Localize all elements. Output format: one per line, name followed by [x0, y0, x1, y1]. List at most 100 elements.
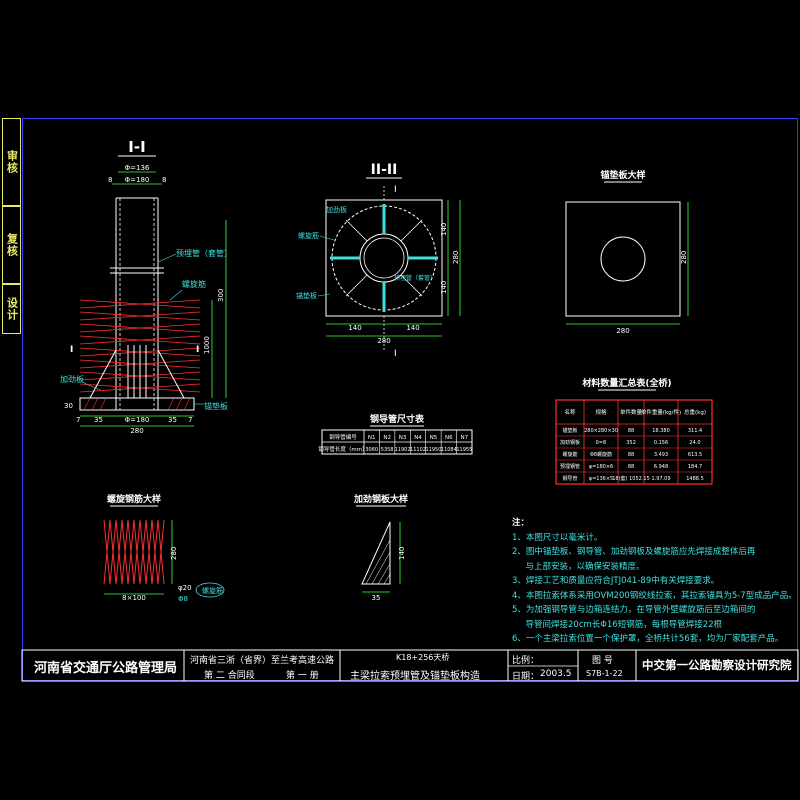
section-1-dim-left-2: 35	[94, 416, 103, 424]
section-1-label-stiffener: 加劲板	[60, 374, 84, 384]
title-block	[21, 649, 799, 682]
design-label: 设计	[5, 297, 19, 321]
materials-cell: δ=8	[596, 440, 606, 446]
spiral-title: 螺旋钢筋大样	[107, 493, 161, 505]
materials-cell: 24.0	[689, 440, 700, 446]
section-1-label-spiral: 螺旋筋	[182, 279, 206, 289]
section-2-label-stiffener: 加劲板	[326, 205, 347, 214]
section-1-dim-1000: 1000	[203, 336, 211, 354]
section-1-view: I-I Φ=136 Φ=180 8 8	[60, 138, 232, 435]
section-1-dim-30: 30	[64, 402, 73, 410]
materials-cell: 1.97.09	[651, 476, 670, 482]
materials-cell: φ=180×6	[589, 464, 613, 470]
materials-header: 规格	[595, 408, 607, 416]
section-2-dim-280-bottom: 280	[377, 337, 390, 345]
pipe-table-header: N2	[383, 435, 391, 441]
pipe-table-cell: 11902	[395, 447, 411, 453]
pipe-table-header-0: 钢导管编号	[329, 433, 357, 441]
institute-name: 中交第一公路勘察设计研究院	[642, 658, 792, 672]
materials-cell: 311.4	[688, 428, 702, 434]
materials-header: 总重(kg)	[684, 408, 706, 416]
materials-cell: 1488.5	[686, 476, 704, 482]
date-value: 2003.5	[540, 669, 572, 679]
pipe-table-cell: 3060	[365, 447, 378, 453]
section-1-dim-top-2: Φ=180	[125, 176, 150, 184]
note-item: 5、为加强钢导管与边箱连结力，在导管外壁螺旋筋后至边箱间的	[512, 605, 756, 615]
materials-title: 材料数量汇总表(全桥)	[581, 377, 671, 389]
materials-cell: 预埋钢管	[560, 463, 580, 470]
project-line-1: 河南省三淅（省界）至兰考高速公路	[190, 656, 335, 666]
anchor-plate-dim-right: 280	[680, 251, 688, 264]
materials-cell: 88	[628, 452, 634, 458]
section-2-label-pipe: 预埋管（套管）	[394, 274, 436, 282]
section-2-dim-280-v: 280	[452, 251, 460, 264]
note-item: 3、焊接工艺和质量应符合JTJ041-89中有关焊接要求。	[512, 576, 720, 586]
materials-header: 单件重量(kg/件)	[641, 408, 681, 416]
section-1-dim-right-2: 7	[188, 416, 192, 424]
materials-cell: 螺旋筋	[562, 451, 577, 458]
notes-heading: 注：	[512, 518, 530, 528]
materials-cell: 88	[628, 464, 634, 470]
section-1-dim-base: Φ=180	[125, 416, 150, 424]
anchor-plate-dim-bottom: 280	[616, 327, 629, 335]
anchor-plate-title: 锚垫板大样	[600, 169, 645, 181]
section-2-dim-140-left: 140	[348, 324, 361, 332]
section-1-mark-right: I	[196, 345, 199, 355]
check-tab: 复核	[2, 206, 21, 284]
materials-cell: 钢导管	[562, 475, 577, 482]
materials-header: 单件数量	[620, 408, 643, 416]
spiral-dim-pitch: 8×100	[122, 594, 146, 602]
pipe-table-title: 钢导管尺寸表	[370, 413, 425, 425]
materials-cell: 280×280×30	[584, 428, 618, 434]
section-2-mark-bottom: I	[394, 349, 397, 359]
spiral-label: 螺旋筋	[202, 586, 223, 595]
notes-list: 1、本图尺寸以毫米计。2、图中锚垫板、钢导管、加劲钢板及螺旋筋应先焊接成整体后再…	[512, 531, 797, 647]
spiral-dim-280: 280	[170, 547, 178, 560]
section-1-mark-left: I	[70, 345, 73, 355]
date-label: 日期：	[512, 672, 540, 682]
stiffener-dim-140: 140	[398, 547, 406, 560]
pipe-table-cell: 11102	[410, 447, 426, 453]
materials-cell: 352	[626, 440, 636, 446]
section-2-label-spiral: 螺旋筋	[298, 231, 319, 240]
scale-label: 比例：	[512, 656, 540, 666]
note-item: 导管间焊接20cm长Φ16短钢筋，每根导管焊接22根	[512, 619, 723, 630]
section-2-dim-140-bottom-v: 140	[440, 281, 448, 294]
materials-cell: 613.5	[688, 452, 702, 458]
section-2-dim-140-right: 140	[406, 324, 419, 332]
materials-cell: 88	[628, 428, 634, 434]
materials-cell: 184.7	[688, 464, 702, 470]
note-item: 6、一个主梁拉索位置一个保护罩，全桥共计56套，均为厂家配套产品。	[512, 634, 784, 644]
notes-block: 注： 1、本图尺寸以毫米计。2、图中锚垫板、钢导管、加劲钢板及螺旋筋应先焊接成整…	[512, 516, 797, 647]
pipe-table-header: N5	[430, 435, 438, 441]
figno-label: 图 号	[592, 656, 613, 666]
section-1-dim-left-1: 7	[76, 416, 80, 424]
section-1-dim-right-1: 35	[168, 416, 177, 424]
section-1-dim-8a: 8	[108, 176, 112, 184]
stiffener-dim-35: 35	[372, 594, 381, 602]
materials-cell: 0.156	[654, 440, 668, 446]
section-1-dim-8b: 8	[162, 176, 166, 184]
spiral-detail: 螺旋钢筋大样 8×100 280 φ20 螺旋筋 Φ8	[103, 493, 225, 603]
materials-cell: 加劲钢板	[560, 439, 580, 446]
section-2-label-anchor: 锚垫板	[296, 291, 317, 300]
stiffener-detail: 加劲钢板大样 140 35	[353, 493, 408, 602]
check-label: 复核	[5, 233, 19, 257]
note-item: 2、图中锚垫板、钢导管、加劲钢板及螺旋筋应先焊接成整体后再	[512, 547, 756, 557]
pipe-table-cell: 5358	[381, 447, 394, 453]
anchor-plate-detail: 锚垫板大样 280 280	[565, 169, 689, 335]
materials-header: 名称	[564, 408, 576, 416]
pipe-table-header: N6	[445, 435, 453, 441]
design-tab: 设计	[2, 284, 21, 334]
figno-value: S7B-1-22	[586, 669, 623, 678]
spiral-label-2: Φ8	[178, 595, 188, 603]
materials-cell: 6.948	[654, 464, 668, 470]
section-1-label-pipe: 预埋管（套管）	[176, 248, 232, 258]
section-2-dim-140-top-v: 140	[440, 223, 448, 236]
section-2-title: II-II	[371, 162, 398, 178]
review-label: 审核	[5, 150, 19, 174]
materials-cell: φ=136×5	[589, 476, 613, 482]
section-2-view: II-II I I 加劲板 螺旋筋 锚垫板 预埋管（套管） 140 140 28…	[296, 162, 461, 359]
section-1-dim-300: 300	[217, 289, 225, 302]
